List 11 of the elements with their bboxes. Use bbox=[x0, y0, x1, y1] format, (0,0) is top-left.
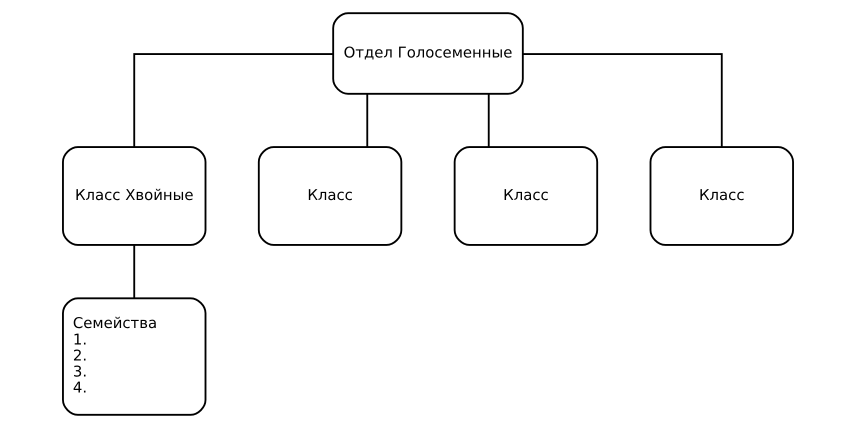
node-box: Семейства 1. 2. 3. 4. bbox=[62, 297, 206, 416]
node-box: Класс bbox=[454, 146, 598, 246]
connector bbox=[522, 53, 723, 147]
node-box: Класс bbox=[258, 146, 402, 246]
connector bbox=[366, 94, 368, 147]
node-box: Класс Хвойные bbox=[62, 146, 206, 246]
connector bbox=[133, 245, 136, 298]
node-box: Класс bbox=[650, 146, 794, 246]
node-box: Отдел Голосеменные bbox=[332, 12, 524, 95]
connector bbox=[488, 94, 490, 147]
connector bbox=[133, 53, 334, 147]
